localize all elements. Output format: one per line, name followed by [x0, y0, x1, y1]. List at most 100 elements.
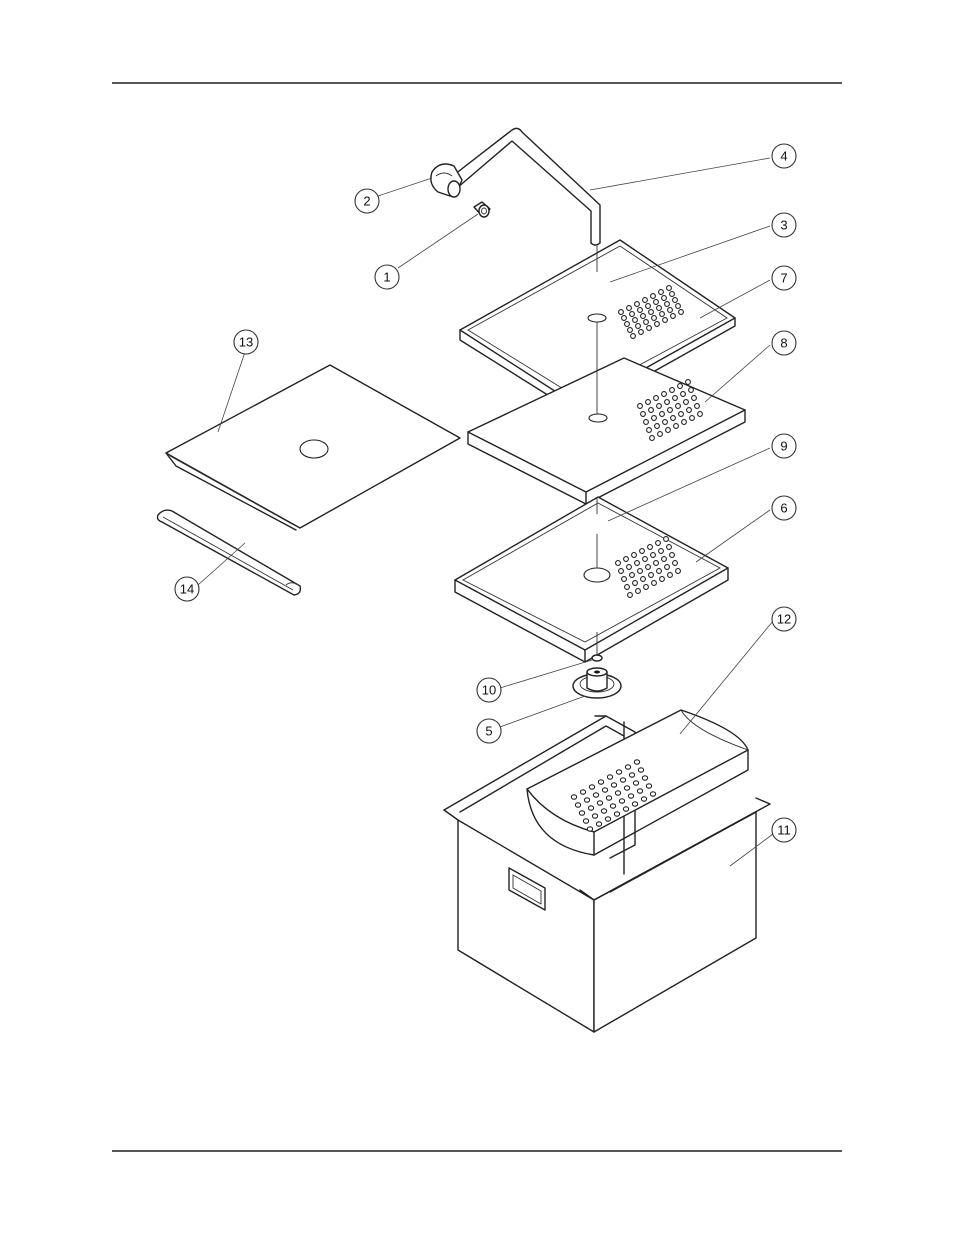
perforation-hole: [619, 310, 624, 315]
perforation-hole: [606, 796, 611, 800]
perforation-hole: [651, 553, 656, 558]
perforation-hole: [679, 310, 684, 315]
perforation-hole: [647, 428, 652, 433]
perforation-hole: [667, 286, 672, 291]
perforation-hole: [660, 312, 665, 317]
callout-1: 1: [375, 265, 399, 289]
callout-3: 3: [772, 213, 796, 237]
perforation-hole: [643, 557, 648, 562]
callout-4: 4: [772, 144, 796, 168]
svg-text:4: 4: [780, 149, 787, 164]
perforation-hole: [654, 561, 659, 566]
perforation-hole: [625, 585, 630, 590]
perforation-hole: [644, 585, 649, 590]
perforation-hole: [641, 797, 646, 801]
perforation-hole: [646, 565, 651, 570]
perforation-hole: [668, 408, 673, 413]
svg-text:7: 7: [780, 271, 787, 286]
perforation-hole: [659, 549, 664, 554]
callout-12: 12: [772, 607, 796, 631]
part-5-drain-valve: [573, 668, 621, 698]
perforation-hole: [652, 581, 657, 586]
svg-text:14: 14: [180, 582, 194, 597]
perforation-hole: [646, 400, 651, 405]
perforation-hole: [605, 817, 610, 821]
perforation-hole: [641, 412, 646, 417]
perforation-hole: [662, 296, 667, 301]
perforation-hole: [646, 304, 651, 309]
perforation-hole: [628, 328, 633, 333]
perforation-hole: [589, 785, 594, 789]
perforation-hole: [641, 314, 646, 319]
perforation-hole: [670, 553, 675, 558]
perforation-hole: [630, 573, 635, 578]
perforation-hole: [632, 553, 637, 558]
perforation-hole: [651, 294, 656, 299]
perforation-hole: [623, 807, 628, 811]
perforation-hole: [627, 565, 632, 570]
perforation-hole: [676, 304, 681, 309]
part-12-perforated-basket: [527, 710, 748, 855]
perforation-hole: [673, 561, 678, 566]
perforation-hole: [650, 792, 655, 796]
svg-text:1: 1: [383, 270, 390, 285]
perforation-hole: [624, 557, 629, 562]
perforation-hole: [633, 581, 638, 586]
callout-2: 2: [355, 189, 379, 213]
perforation-hole: [640, 549, 645, 554]
svg-text:11: 11: [777, 823, 791, 838]
perforation-hole: [652, 416, 657, 421]
perforation-hole: [676, 569, 681, 574]
perforation-hole: [668, 573, 673, 578]
perforation-hole: [671, 416, 676, 421]
perforation-hole: [649, 573, 654, 578]
callout-10: 10: [477, 678, 501, 702]
perforation-hole: [575, 803, 580, 807]
svg-text:8: 8: [780, 336, 787, 351]
perforation-hole: [634, 760, 639, 764]
perforation-hole: [648, 545, 653, 550]
perforation-hole: [654, 300, 659, 305]
perforation-hole: [655, 322, 660, 327]
perforation-hole: [607, 775, 612, 779]
perforation-hole: [657, 569, 662, 574]
perforation-hole: [690, 416, 695, 421]
perforation-hole: [684, 400, 689, 405]
perforation-hole: [638, 569, 643, 574]
part-6-bottom-tray: [455, 497, 728, 662]
perforation-hole: [622, 316, 627, 321]
svg-text:2: 2: [363, 194, 370, 209]
perforation-hole: [664, 537, 669, 542]
part-2-elbow: [431, 164, 462, 197]
perforation-hole: [673, 298, 678, 303]
part-10-o-ring: [592, 655, 602, 661]
perforation-hole: [692, 396, 697, 401]
perforation-hole: [679, 412, 684, 417]
perforation-hole: [676, 404, 681, 409]
perforation-hole: [644, 420, 649, 425]
perforation-hole: [647, 326, 652, 331]
perforation-hole: [665, 565, 670, 570]
perforation-hole: [660, 412, 665, 417]
perforation-hole: [638, 308, 643, 313]
perforation-hole: [579, 811, 584, 815]
perforation-hole: [638, 404, 643, 409]
perforation-hole: [628, 794, 633, 798]
perforation-hole: [646, 784, 651, 788]
perforation-hole: [596, 822, 601, 826]
perforation-hole: [657, 306, 662, 311]
perforation-hole: [602, 788, 607, 792]
perforation-hole: [635, 561, 640, 566]
perforation-hole: [629, 773, 634, 777]
perforation-hole: [670, 292, 675, 297]
perforation-hole: [627, 306, 632, 311]
perforation-hole: [580, 790, 585, 794]
perforation-hole: [639, 330, 644, 335]
svg-text:12: 12: [777, 612, 791, 627]
perforation-hole: [657, 404, 662, 409]
perforation-hole: [662, 392, 667, 397]
svg-text:13: 13: [239, 335, 253, 350]
perforation-hole: [636, 589, 641, 594]
perforation-hole: [663, 318, 668, 323]
